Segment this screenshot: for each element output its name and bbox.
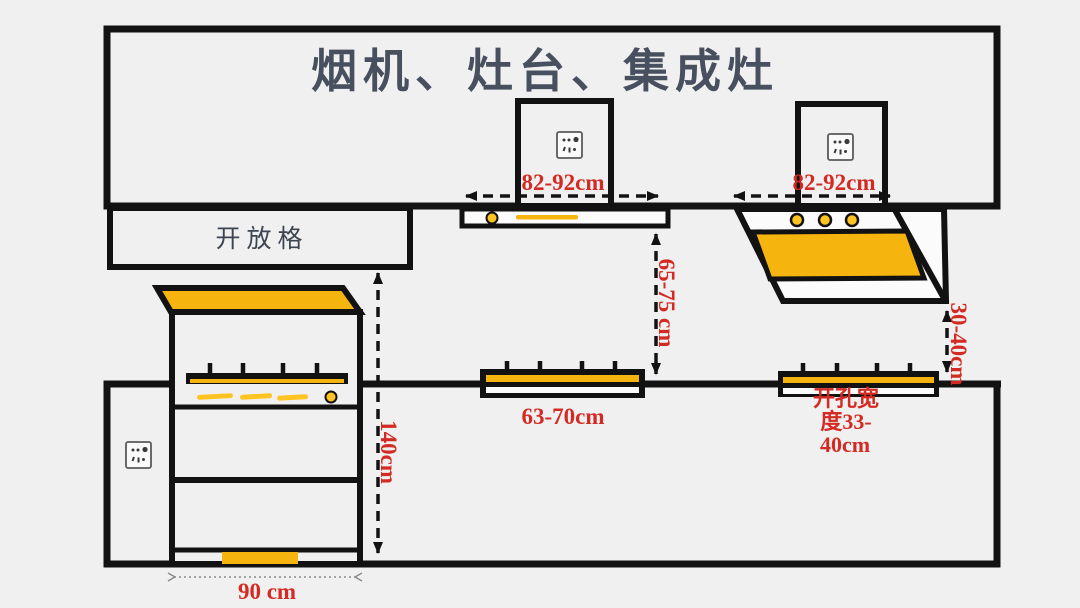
mid-range-hood (459, 206, 671, 229)
dim-label-mid-cooktop-width: 63-70cm (521, 404, 604, 429)
dim-label-stove-width: 90 cm (238, 579, 296, 604)
angled-hood-panel (749, 228, 928, 282)
dim-label-right-hood-width: 82-92cm (792, 170, 875, 195)
open-shelf-box (107, 205, 413, 270)
hood-lamp-icon (485, 211, 499, 225)
angled-hood-edge (892, 208, 948, 302)
control-dash (197, 393, 234, 400)
power-socket-icon (125, 441, 152, 469)
integrated-stove-body (169, 309, 363, 567)
open-shelf-label: 开放格 (215, 225, 308, 253)
control-dash (277, 394, 309, 401)
burner-grate-ticks (800, 363, 913, 371)
control-dash (240, 393, 273, 400)
dim-label-cutout-width: 开孔宽 度33- 40cm (813, 386, 879, 457)
dim-label-mid-hood-width: 82-92cm (521, 170, 604, 195)
stove-control-panel (197, 390, 338, 404)
cooktop-lower-band (486, 387, 639, 393)
stove-hood-top (151, 285, 366, 315)
burner-grate-ticks (504, 361, 618, 369)
dim-label-hood-to-cooktop: 65-75 cm (654, 259, 679, 348)
cutout-line-1: 开孔宽 (813, 386, 879, 411)
burner-grate-glow (190, 379, 344, 383)
cooktop-slab (480, 369, 645, 398)
hood-button-icon (844, 212, 860, 228)
cutout-line-3: 40cm (820, 432, 870, 457)
dim-label-floor-to-upper: 140cm (376, 420, 401, 484)
mid-cooktop (480, 361, 645, 398)
integrated-stove (151, 285, 366, 567)
cooktop-top-strip (783, 377, 934, 383)
right-cooktop (778, 363, 939, 397)
angled-range-hood (732, 206, 950, 304)
hood-button-icon (817, 212, 833, 228)
hood-vent-strip (516, 215, 578, 220)
power-socket-icon (827, 133, 854, 161)
burner-grate-bar (186, 373, 348, 384)
cooktop-lower-band (783, 388, 934, 394)
cooktop-top-strip (486, 375, 639, 382)
cutout-line-2: 度33- (820, 409, 871, 434)
page-title: 烟机、灶台、集成灶 (311, 44, 779, 98)
dim-label-integrated-hood-gap: 30-40cm (946, 302, 971, 385)
control-knob-icon (324, 390, 338, 404)
power-socket-icon (556, 131, 583, 159)
stove-base-strip (222, 552, 298, 564)
burner-grate-ticks (207, 363, 320, 374)
hood-button-icon (789, 212, 805, 228)
